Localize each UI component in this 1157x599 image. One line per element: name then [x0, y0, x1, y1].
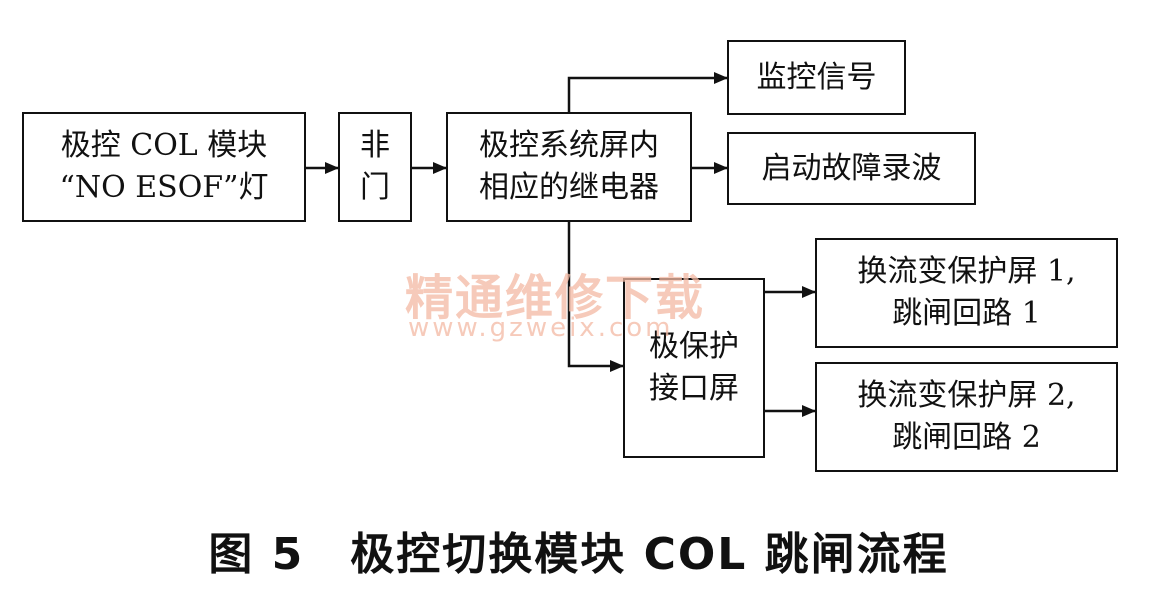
arrow-relay-to-pole: [567, 222, 624, 372]
trip1-box: 换流变保护屏 1, 跳闸回路 1: [815, 238, 1118, 348]
not-gate-line2: 门: [360, 170, 390, 205]
fault-record-box: 启动故障录波: [727, 132, 976, 205]
monitor-signal-box: 监控信号: [727, 40, 906, 115]
pole-protect-box: 极保护 接口屏: [623, 278, 765, 458]
pole-protect-line2: 接口屏: [649, 371, 739, 406]
not-gate-line1: 非: [360, 128, 390, 163]
trip2-line1: 换流变保护屏 2,: [857, 378, 1076, 413]
watermark-text: 精通维修下载: [405, 270, 706, 326]
col-module-line1: 极控 COL 模块: [60, 128, 268, 163]
relay-box: 极控系统屏内 相应的继电器: [446, 112, 692, 222]
relay-line1: 极控系统屏内: [479, 128, 659, 163]
watermark-url: www.gzweix.com: [408, 313, 674, 343]
trip1-line2: 跳闸回路 1: [892, 296, 1041, 331]
trip2-box: 换流变保护屏 2, 跳闸回路 2: [815, 362, 1118, 472]
not-gate-box: 非 门: [338, 112, 412, 222]
arrow-relay-to-monitor: [567, 72, 728, 112]
monitor-signal-label: 监控信号: [756, 59, 877, 95]
trip1-line1: 换流变保护屏 1,: [857, 254, 1076, 289]
figure-caption: 图 5 极控切换模块 COL 跳闸流程: [208, 529, 949, 580]
pole-protect-line1: 极保护: [649, 329, 739, 364]
relay-line2: 相应的继电器: [479, 170, 659, 205]
fault-record-label: 启动故障录波: [761, 150, 942, 186]
col-module-line2: “NO ESOF”灯: [59, 170, 269, 205]
col-module-box: 极控 COL 模块 “NO ESOF”灯: [22, 112, 306, 222]
trip2-line2: 跳闸回路 2: [892, 420, 1041, 455]
